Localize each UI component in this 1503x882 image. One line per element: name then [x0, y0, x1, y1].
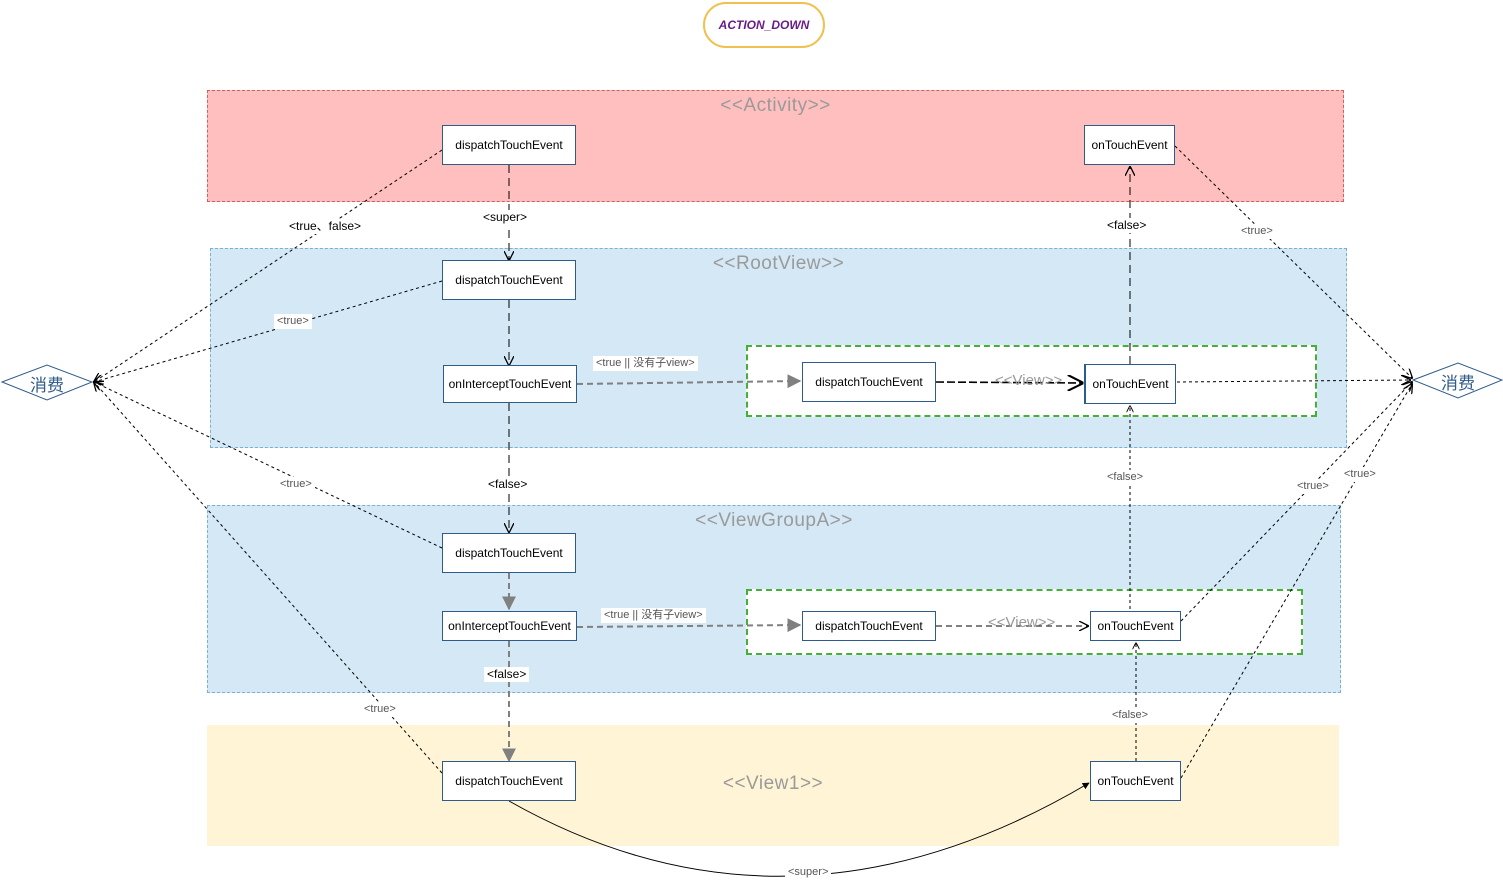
- lane-viewgroupa-title: <<ViewGroupA>>: [695, 510, 853, 531]
- label-false-viewgroupa: <false>: [484, 667, 530, 682]
- child-view-label-2: <<View>>: [988, 614, 1056, 631]
- edge-view1-super-curve: [508, 782, 1090, 877]
- label-true-right-a: <true>: [1294, 479, 1332, 494]
- edge-vga-intercept-child: [576, 618, 802, 633]
- label-true-viewgroupa: <true>: [277, 477, 315, 492]
- viewgroupa-child-dispatch-node[interactable]: dispatchTouchEvent: [802, 611, 936, 641]
- consume-left-diamond: [0, 364, 94, 401]
- activity-ontouch-node[interactable]: onTouchEvent: [1084, 125, 1175, 165]
- viewgroupa-child-ontouch-node[interactable]: onTouchEvent: [1090, 611, 1181, 641]
- viewgroupa-intercept-node[interactable]: onInterceptTouchEvent: [442, 611, 577, 641]
- lane-view1-title: <<View1>>: [722, 773, 824, 794]
- lane-activity-title: <<Activity>>: [720, 95, 831, 116]
- label-true-noview-1: <true || 没有子view>: [593, 356, 698, 371]
- edge-root-child-ontouch: [935, 382, 1082, 383]
- edge-root-ontouch-to-consume-right: [1176, 380, 1410, 382]
- rootview-intercept-node[interactable]: onInterceptTouchEvent: [443, 365, 577, 403]
- label-true-view1: <true>: [361, 702, 399, 717]
- edge-root-intercept-child: [576, 374, 802, 389]
- label-false-view-right: <false>: [1104, 470, 1147, 485]
- rootview-child-dispatch-node[interactable]: dispatchTouchEvent: [802, 362, 936, 402]
- edge-act-ontouch-to-consume-right: [1174, 145, 1412, 378]
- view1-dispatch-node[interactable]: dispatchTouchEvent: [442, 761, 576, 801]
- edge-root-to-consume-left: [94, 280, 443, 382]
- edge-vga-ontouch-to-consume-right: [1180, 382, 1412, 622]
- consume-left-label: 消费: [30, 376, 64, 396]
- consume-right-diamond: [1411, 362, 1503, 399]
- label-false-rootview: <false>: [485, 477, 531, 492]
- activity-dispatch-node[interactable]: dispatchTouchEvent: [442, 125, 576, 165]
- label-true-false: <true、false>: [286, 219, 365, 234]
- label-false-view1: <false>: [1109, 708, 1152, 723]
- edge-act-to-consume-left: [94, 149, 443, 382]
- rootview-dispatch-node[interactable]: dispatchTouchEvent: [442, 260, 576, 300]
- lane-rootview-title: <<RootView>>: [712, 253, 845, 274]
- viewgroupa-dispatch-node[interactable]: dispatchTouchEvent: [442, 533, 576, 573]
- edge-view1-ontouch-to-consume-right: [1180, 384, 1412, 779]
- label-true-noview-2: <true || 没有子view>: [601, 608, 706, 623]
- view1-ontouch-node[interactable]: onTouchEvent: [1090, 761, 1181, 801]
- diagram-title: ACTION_DOWN: [703, 2, 825, 48]
- child-view-label-1: <<View>>: [995, 372, 1063, 389]
- label-super-bottom: <super>: [785, 865, 832, 880]
- consume-right-label: 消费: [1441, 374, 1475, 394]
- label-super-1: <super>: [480, 210, 531, 225]
- rootview-child-ontouch-node[interactable]: onTouchEvent: [1084, 364, 1176, 404]
- label-true-right-b: <true>: [1341, 467, 1379, 482]
- label-false-activity: <false>: [1104, 218, 1150, 233]
- label-true-activity-right: <true>: [1238, 224, 1276, 239]
- edge-vga-to-consume-left: [94, 382, 443, 549]
- label-true-rootview: <true>: [274, 314, 312, 329]
